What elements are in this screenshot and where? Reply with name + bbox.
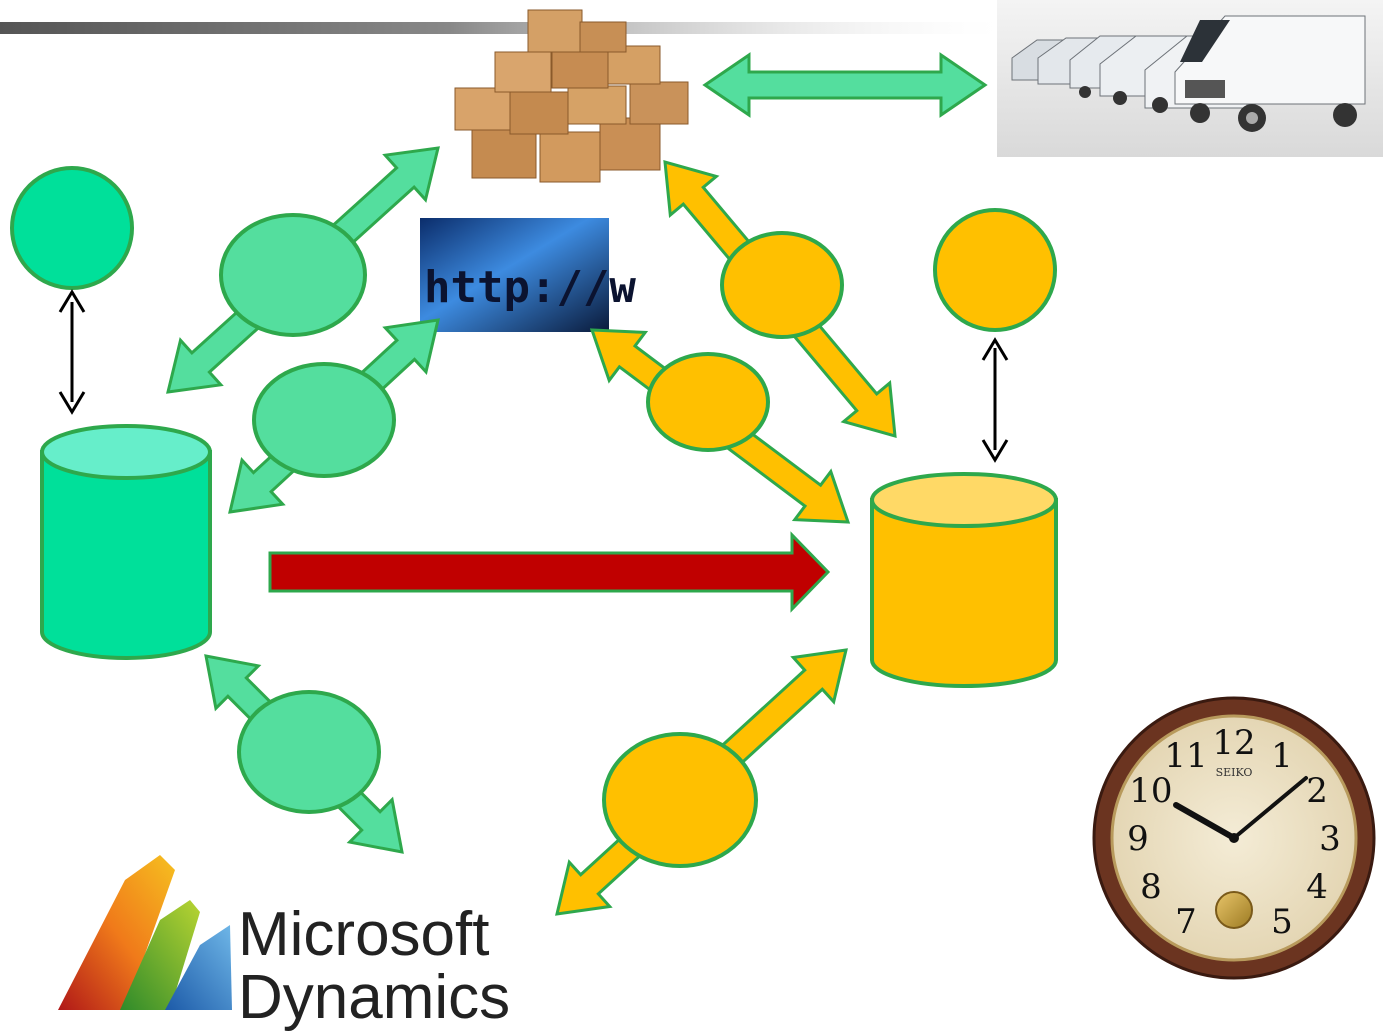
green-oval-boxes [219,213,367,337]
clock-numeral: 7 [1175,902,1197,942]
green-database [40,424,212,660]
clock-numeral: 12 [1212,723,1255,763]
clock-numeral: 5 [1271,902,1293,942]
logo-line2: Dynamics [238,963,510,1032]
orange-oval-boxes [720,231,844,339]
thin-arrow-left [58,289,86,415]
red-transfer-arrow [268,531,831,613]
clock-numeral: 11 [1164,736,1207,776]
clock-pendulum [1215,891,1253,929]
http-image: http://w [420,218,636,332]
thin-arrow-right [981,337,1009,463]
clock-numeral: 9 [1127,819,1149,859]
boxes-image [454,9,689,183]
vans-image [997,0,1383,157]
boxes-vans-arrow [702,52,988,118]
clock-numeral: 4 [1306,867,1328,907]
green-oval-dynamics [237,690,381,814]
http-text: http://w [424,262,636,313]
clock-numeral: 10 [1129,771,1172,811]
clock-hour-hand [1173,802,1237,841]
clock-numeral: 2 [1306,771,1328,811]
microsoft-dynamics-logo: Microsoft Dynamics [58,855,510,1032]
clock-minute-hand [1232,776,1308,840]
green-circle-left [10,166,134,290]
clock-brand: SEIKO [1216,766,1253,779]
orange-database [870,472,1058,688]
clock-numeral: 8 [1140,867,1162,907]
logo-line1: Microsoft [238,900,489,969]
top-bar [0,22,1000,34]
green-oval-http [252,362,396,478]
clock-numeral: 1 [1271,736,1293,776]
orange-oval-dynamics [602,732,758,868]
clock-numeral: 3 [1319,819,1341,859]
orange-oval-http [646,352,770,452]
orange-circle-right [933,208,1057,332]
